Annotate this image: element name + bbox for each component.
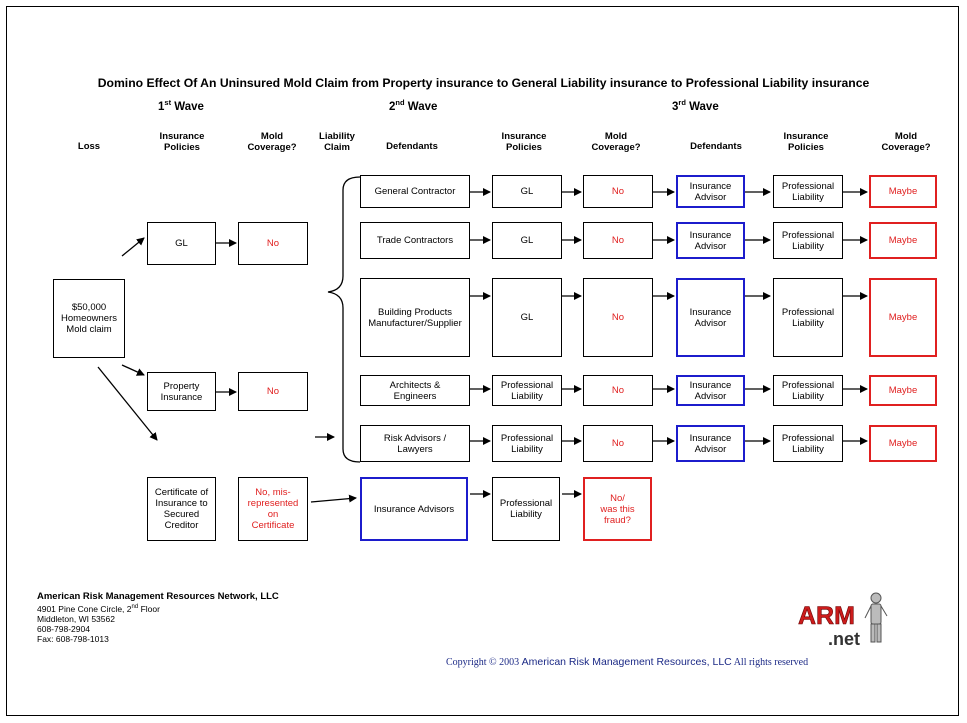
maybe-coverage-box: Maybe <box>869 222 937 259</box>
maybe-coverage-box: Maybe <box>869 175 937 208</box>
defendant-box: Architects &Engineers <box>360 375 470 406</box>
svg-text:ARM: ARM <box>798 602 855 630</box>
maybe-coverage-box: Maybe <box>869 375 937 406</box>
property-coverage-box: No <box>238 372 308 411</box>
maybe-coverage-box: Maybe <box>869 425 937 462</box>
diagram-title: Domino Effect Of An Uninsured Mold Claim… <box>97 76 870 90</box>
company-city: Middleton, WI 53562 <box>37 613 115 624</box>
wave-1-label: 1st Wave <box>158 98 204 113</box>
header-loss: Loss <box>77 141 101 152</box>
defendant-box: Trade Contractors <box>360 222 470 259</box>
arrow-certificate-to-advisors <box>310 494 357 503</box>
wave-3-label: 3rd Wave <box>672 98 719 113</box>
slide-frame <box>6 6 959 716</box>
maybe-coverage-box: Maybe <box>869 278 937 357</box>
arrow-loss-to-gl <box>121 237 145 257</box>
arrow-loss-to-liability <box>97 366 158 441</box>
header-defendants-2: Defendants <box>690 141 742 152</box>
company-contact: American Risk Management Resources Netwo… <box>37 592 279 644</box>
policy-box: GL <box>492 175 562 208</box>
coverage-box: No <box>583 375 653 406</box>
gl-policy-box: GL <box>147 222 216 265</box>
arrow-loss-to-property <box>121 364 145 376</box>
defendant-box: Risk Advisors /Lawyers <box>360 425 470 462</box>
policy-box: GL <box>492 278 562 357</box>
company-name: American Risk Management Resources Netwo… <box>37 591 279 602</box>
coverage-box: No <box>583 175 653 208</box>
company-phone: 608-798-2904 <box>37 623 90 634</box>
coverage-box: No <box>583 425 653 462</box>
wave-2-label: 2nd Wave <box>389 98 438 113</box>
insurance-advisors-box: Insurance Advisors <box>360 477 468 541</box>
header-defendants-1: Defendants <box>386 141 438 152</box>
defendant-box: General Contractor <box>360 175 470 208</box>
coverage-box: No <box>583 222 653 259</box>
company-address: 4901 Pine Cone Circle, 2nd Floor <box>37 603 160 614</box>
svg-text:.net: .net <box>828 629 860 649</box>
copyright-notice: Copyright © 2003 American Risk Managemen… <box>446 656 809 668</box>
coverage-box: No <box>583 278 653 357</box>
arm-net-logo: ARM .net <box>786 590 896 650</box>
liability-brace <box>327 176 361 463</box>
gl-coverage-box: No <box>238 222 308 265</box>
company-fax: Fax: 608-798-1013 <box>37 633 109 644</box>
policy-box: GL <box>492 222 562 259</box>
